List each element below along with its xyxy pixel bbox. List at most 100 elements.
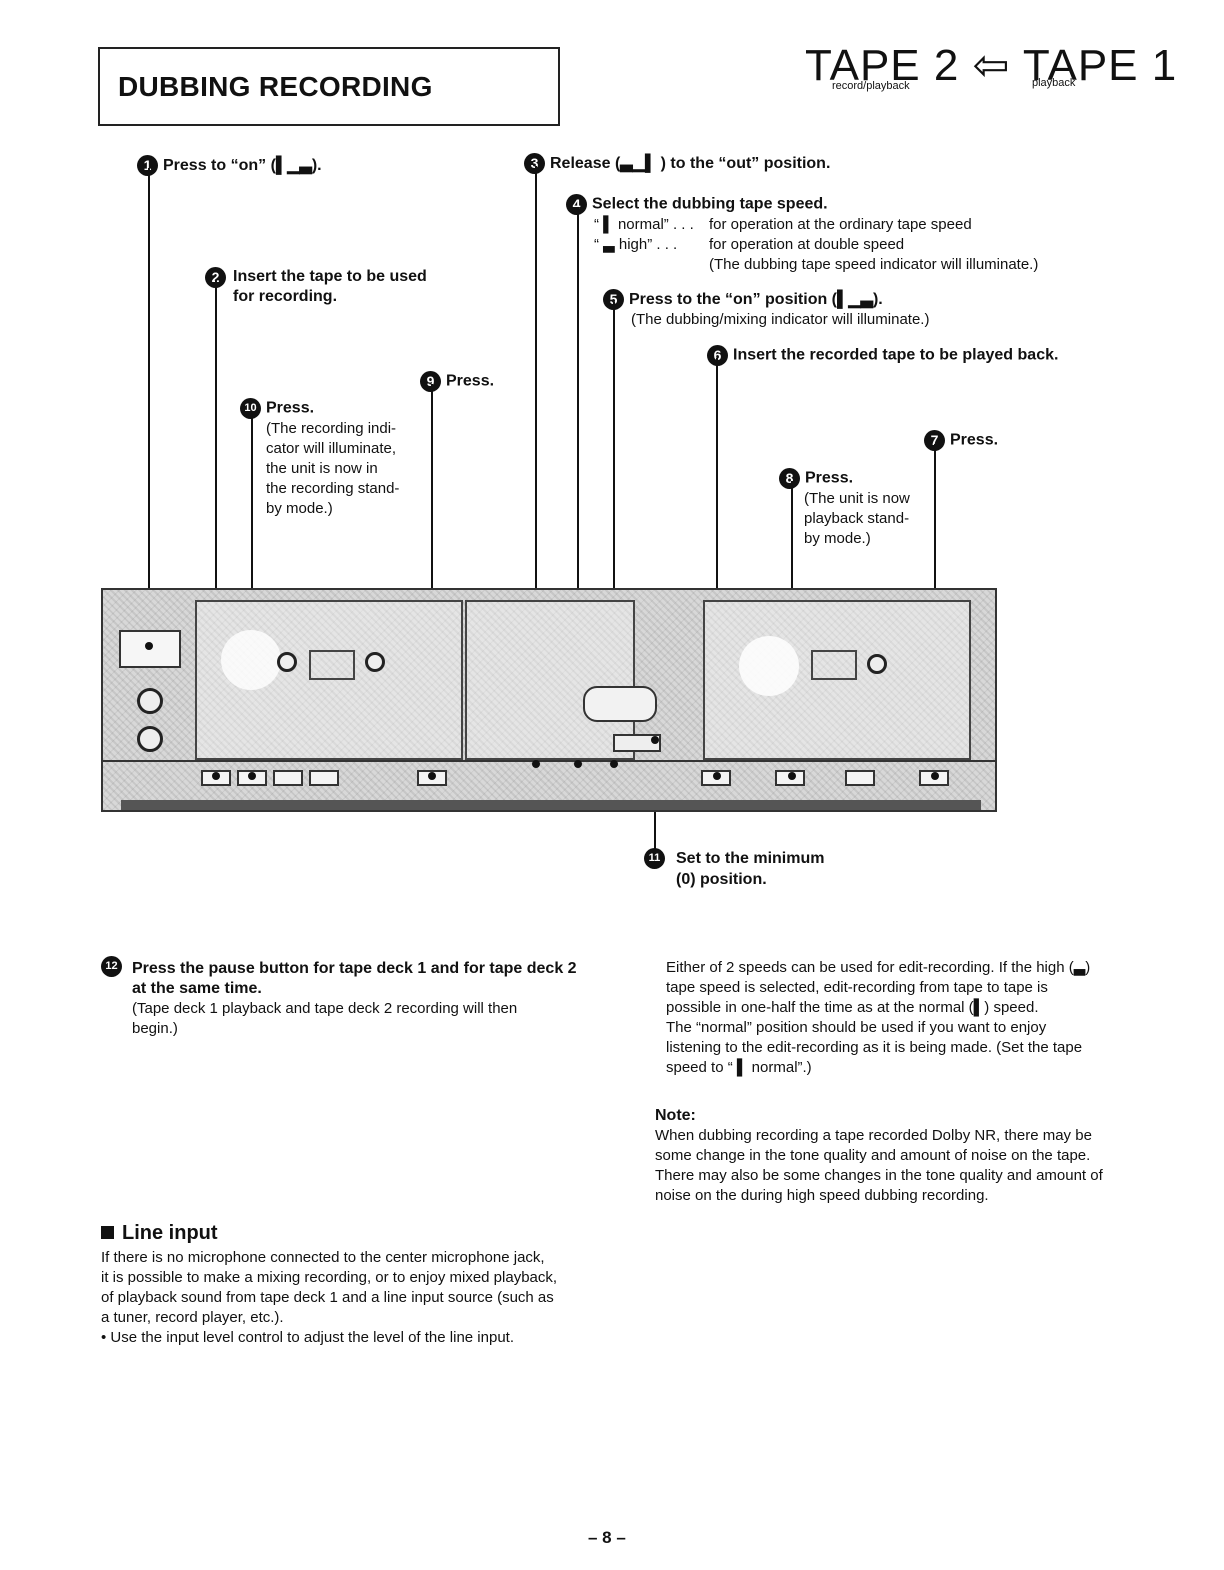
step-7-text: Press.	[950, 431, 999, 449]
step-12-line2: at the same time.	[132, 980, 262, 997]
line-input-heading: Line input	[122, 1222, 218, 1244]
step-3: 3 Release (▃▁▌ ) to the “out” position.	[524, 153, 831, 175]
mic-jack-icon	[137, 726, 163, 752]
step-8-note-line: by mode.)	[804, 530, 871, 547]
note-line: some change in the tone quality and amou…	[655, 1147, 1091, 1164]
step-8: 8 Press.	[779, 468, 853, 489]
leader-dot	[651, 736, 659, 744]
step-12-number: 12	[101, 956, 122, 977]
reel-hub-icon	[277, 652, 297, 672]
step-9-text: Press.	[446, 372, 495, 390]
reel-window-icon	[739, 636, 799, 696]
tape-deck-1-door	[703, 600, 971, 760]
speed-info-line: listening to the edit-recording as it is…	[666, 1039, 1083, 1056]
step-2: 2 Insert the tape to be used for recordi…	[205, 267, 427, 305]
step-10-note: (The recording indi- cator will illumina…	[266, 419, 399, 519]
deck-front-panel-illustration	[101, 588, 997, 812]
speed-info-paragraph: Either of 2 speeds can be used for edit-…	[666, 958, 1116, 1078]
tape-window-icon	[811, 650, 857, 680]
step-12-note1: (Tape deck 1 playback and tape deck 2 re…	[132, 1000, 518, 1017]
step-8-text: Press.	[805, 469, 854, 487]
step-8-note-line: (The unit is now	[804, 490, 910, 507]
step-1-number: 1	[137, 155, 158, 177]
leader-line-3	[535, 166, 537, 764]
panel-divider	[103, 760, 995, 762]
leader-line-6	[716, 358, 718, 778]
step-4-note: (The dubbing tape speed indicator will i…	[709, 256, 1039, 273]
section-title: DUBBING RECORDING	[118, 71, 433, 102]
step-5-number: 5	[603, 289, 624, 311]
deck-1-button	[845, 770, 875, 786]
step-10-note-line: (The recording indi-	[266, 420, 397, 437]
speed-info-line: The “normal” position should be used if …	[666, 1019, 1047, 1036]
step-10-note-line: the recording stand-	[266, 480, 400, 497]
leader-dot	[145, 642, 153, 650]
reel-hub-icon	[365, 652, 385, 672]
step-4-high-desc: for operation at double speed	[709, 236, 905, 253]
step-12-line1: Press the pause button for tape deck 1 a…	[132, 960, 577, 977]
leader-dot	[610, 760, 618, 768]
leader-line-9	[431, 384, 433, 777]
leader-dot	[788, 772, 796, 780]
speed-info-line: speed to “ ▌ normal”.)	[666, 1059, 812, 1076]
step-4-normal-label: “ ▌ normal” . . .	[594, 216, 694, 233]
line-input-line: If there is no microphone connected to t…	[101, 1249, 545, 1266]
step-11-line2: (0) position.	[676, 871, 767, 888]
deck-2-button	[309, 770, 339, 786]
tape-window-icon	[309, 650, 355, 680]
leader-line-4	[577, 207, 579, 765]
speed-info-line: tape speed is selected, edit-recording f…	[666, 979, 1048, 996]
reel-hub-icon	[867, 654, 887, 674]
leader-dot	[248, 772, 256, 780]
speed-switch-group	[583, 686, 657, 722]
step-4-high-label: “ ▃ high” . . .	[594, 236, 678, 253]
step-3-text: Release (▃▁▌ ) to the “out” position.	[550, 155, 831, 172]
leader-dot	[428, 772, 436, 780]
step-1-text: Press to “on” (▌▁▃).	[163, 157, 322, 174]
step-7: 7 Press.	[924, 430, 998, 451]
step-10-note-line: the unit is now in	[266, 460, 378, 477]
step-11-line1: Set to the minimum	[676, 850, 825, 867]
step-3-number: 3	[524, 153, 545, 175]
tape-direction-title: TAPE 2 ⇦ TAPE 1	[805, 41, 1178, 90]
line-input-line: it is possible to make a mixing recordin…	[101, 1269, 558, 1286]
speed-info-line: possible in one-half the time as at the …	[666, 999, 1039, 1016]
speed-info-line: Either of 2 speeds can be used for edit-…	[666, 959, 1091, 976]
step-2-line2: for recording.	[233, 288, 338, 305]
note-line: When dubbing recording a tape recorded D…	[655, 1127, 1092, 1144]
step-10-text: Press.	[266, 399, 315, 417]
step-8-note-line: playback stand-	[804, 510, 910, 527]
input-level-control	[613, 734, 661, 752]
leader-dot	[212, 772, 220, 780]
tape1-subtitle: playback	[1032, 77, 1076, 89]
leader-dot	[713, 772, 721, 780]
step-2-line1: Insert the tape to be used	[233, 268, 427, 285]
note-line: There may also be some changes in the to…	[655, 1167, 1103, 1184]
step-9-number: 9	[420, 371, 441, 392]
step-5-note: (The dubbing/mixing indicator will illum…	[631, 311, 930, 328]
step-8-note: (The unit is now playback stand- by mode…	[804, 489, 910, 549]
step-10-note-line: by mode.)	[266, 500, 333, 517]
leader-dot	[532, 760, 540, 768]
note-line: noise on the during high speed dubbing r…	[655, 1187, 989, 1204]
leader-dot	[931, 772, 939, 780]
page-number: – 8 –	[588, 1528, 626, 1547]
step-5-text: Press to the “on” position (▌▁▃).	[629, 291, 883, 308]
leader-line-5	[613, 302, 615, 765]
step-10-number: 10	[240, 398, 261, 419]
note-section: Note: When dubbing recording a tape reco…	[655, 1106, 1125, 1206]
line-input-line: of playback sound from tape deck 1 and a…	[101, 1289, 554, 1306]
leader-dot	[574, 760, 582, 768]
step-7-number: 7	[924, 430, 945, 451]
step-8-number: 8	[779, 468, 800, 489]
line-input-section: Line input If there is no microphone con…	[101, 1220, 571, 1348]
tape2-subtitle: record/playback	[832, 80, 910, 92]
step-11: 11 Set to the minimum (0) position.	[644, 848, 824, 888]
step-9: 9 Press.	[420, 371, 494, 392]
step-4-number: 4	[566, 194, 587, 215]
step-5: 5 Press to the “on” position (▌▁▃).	[603, 289, 883, 311]
note-heading: Note:	[655, 1107, 696, 1124]
mic-jack-icon	[137, 688, 163, 714]
